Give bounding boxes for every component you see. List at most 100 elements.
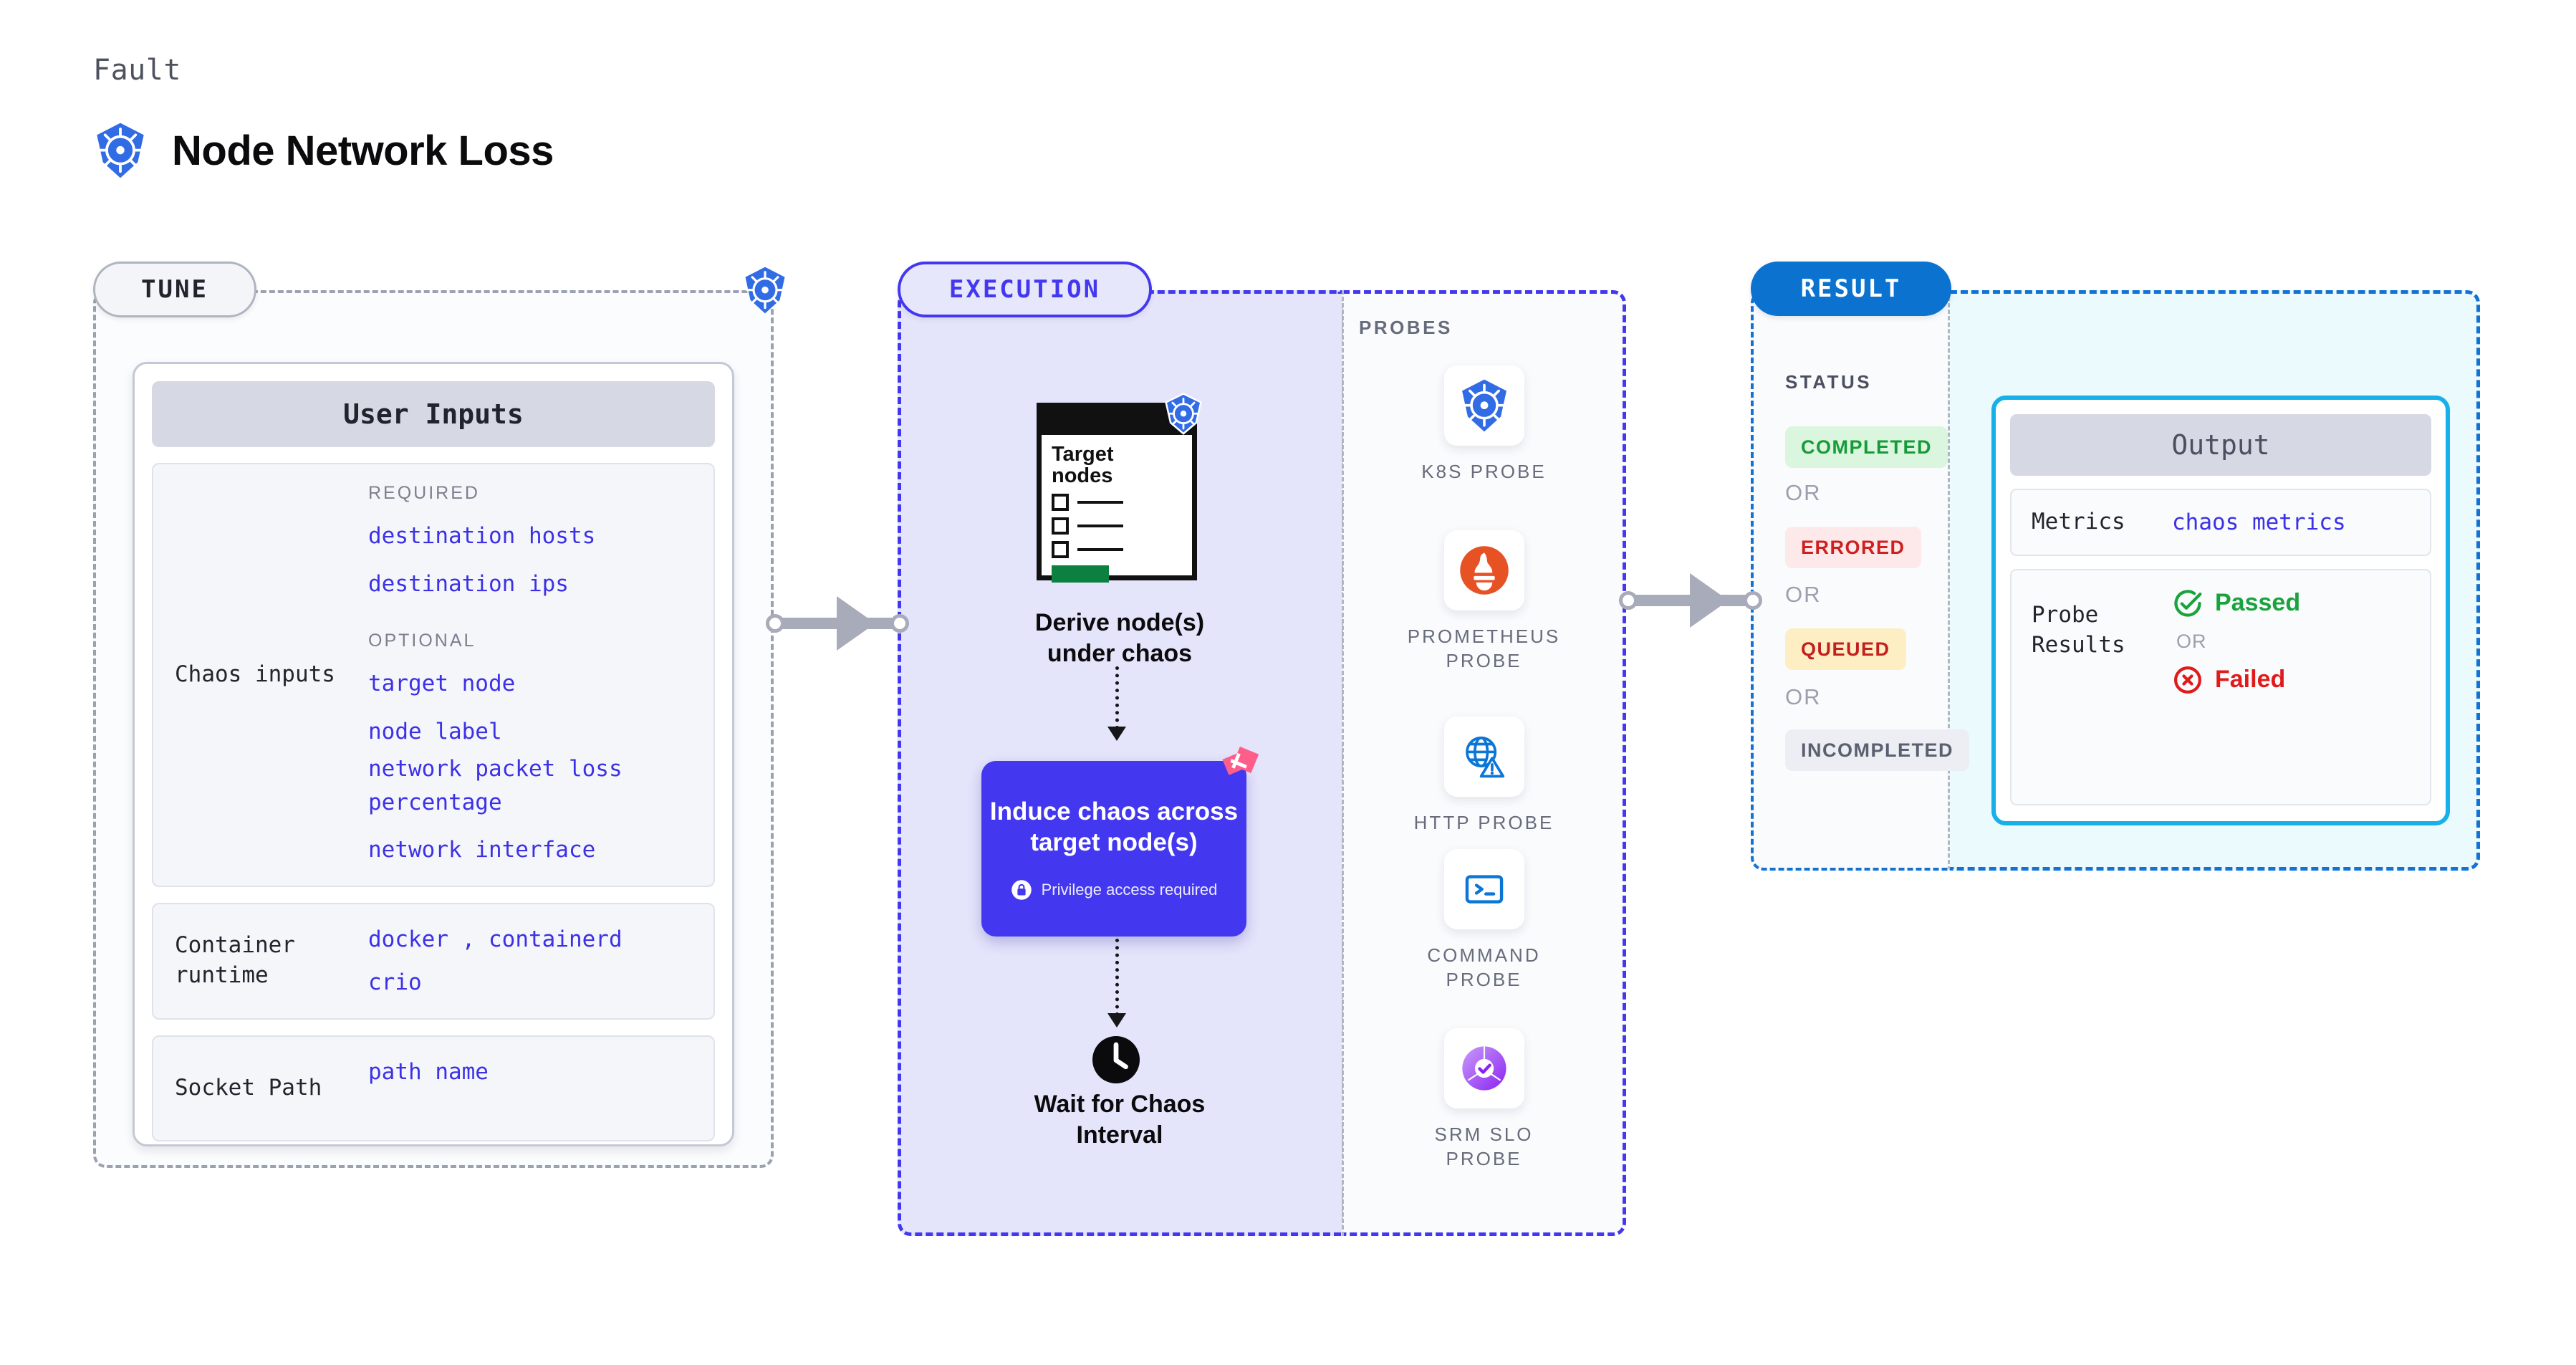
- step-derive-nodes-caption: Derive node(s)under chaos: [955, 608, 1284, 669]
- placeholder-line: [1077, 547, 1123, 551]
- probe-label: K8S PROBE: [1421, 461, 1547, 482]
- terminal-icon: [1465, 875, 1503, 904]
- kubernetes-icon: [1461, 379, 1506, 432]
- output-card: Output Metrics chaos metrics Probe Resul…: [1991, 396, 2450, 825]
- placeholder-line: [1077, 524, 1123, 527]
- input-destination-hosts[interactable]: destination hosts: [368, 523, 596, 549]
- input-node-label[interactable]: node label: [368, 718, 502, 744]
- probe-label: SRM SLO PROBE: [1434, 1124, 1534, 1169]
- fault-eyebrow: Fault: [93, 54, 181, 87]
- passed-label: Passed: [2215, 589, 2301, 617]
- node-list-item: [1052, 517, 1182, 535]
- kubernetes-icon: [1163, 393, 1203, 438]
- value-path-name[interactable]: path name: [368, 1058, 489, 1085]
- input-network-packet-loss-percentage[interactable]: network packet loss percentage: [368, 756, 623, 815]
- probe-prometheus[interactable]: PROMETHEUS PROBE: [1342, 530, 1626, 674]
- metrics-label: Metrics: [2032, 509, 2125, 535]
- stage-tab-tune[interactable]: TUNE: [93, 262, 256, 317]
- harness-logo-icon: [1219, 745, 1260, 790]
- probe-result-failed: Failed: [2172, 664, 2300, 696]
- checkbox-icon: [1052, 493, 1069, 511]
- target-nodes-title-line1: Target: [1052, 443, 1114, 466]
- probe-result-passed: Passed: [2172, 588, 2300, 619]
- input-target-node[interactable]: target node: [368, 671, 516, 696]
- probe-label: PROMETHEUS PROBE: [1407, 626, 1561, 671]
- probe-srm-slo[interactable]: SRM SLO PROBE: [1342, 1028, 1626, 1172]
- check-circle-icon: [2174, 590, 2202, 617]
- confirm-button-shape: [1052, 565, 1109, 583]
- connector-end-dot: [890, 614, 909, 633]
- or-separator: OR: [1785, 480, 1822, 505]
- or-separator: OR: [1785, 684, 1822, 709]
- value-crio[interactable]: crio: [368, 969, 422, 995]
- flow-line-1: [1115, 666, 1119, 729]
- stage-tab-execution[interactable]: EXECUTION: [898, 262, 1152, 317]
- or-separator: OR: [1785, 582, 1822, 607]
- output-title: Output: [2010, 414, 2431, 476]
- value-separator: ,: [461, 926, 476, 952]
- optional-group-title: OPTIONAL: [368, 631, 476, 651]
- placeholder-line: [1077, 500, 1123, 504]
- privilege-note: Privilege access required: [1011, 879, 1217, 901]
- container-runtime-label: Container runtime: [175, 932, 295, 988]
- fault-title-row: Node Network Loss: [93, 122, 554, 179]
- socket-path-label: Socket Path: [175, 1074, 322, 1101]
- probe-http[interactable]: HTTP PROBE: [1342, 717, 1626, 835]
- induce-chaos-node[interactable]: Induce chaos across target node(s) Privi…: [981, 761, 1246, 937]
- arrow-right-icon: [837, 596, 875, 651]
- arrow-down-icon: [1107, 727, 1126, 741]
- probe-command[interactable]: COMMAND PROBE: [1342, 849, 1626, 992]
- failed-label: Failed: [2215, 666, 2286, 694]
- status-badge-queued: QUEUED: [1785, 628, 1906, 670]
- arrow-right-icon: [1690, 573, 1729, 628]
- connector-end-dot: [1744, 591, 1762, 610]
- clock-icon: [1090, 1034, 1142, 1088]
- node-list-item: [1052, 493, 1182, 511]
- card-title-bar: [1042, 408, 1192, 435]
- stage-tab-result[interactable]: RESULT: [1751, 262, 1951, 316]
- or-separator: OR: [2176, 630, 2207, 652]
- checkbox-icon: [1052, 517, 1069, 535]
- page-title: Node Network Loss: [172, 127, 554, 174]
- globe-warning-icon: [1465, 736, 1504, 778]
- probes-title: PROBES: [1359, 317, 1453, 338]
- metrics-value[interactable]: chaos metrics: [2172, 509, 2346, 535]
- user-inputs-card: User Inputs Chaos inputs REQUIRED destin…: [133, 362, 734, 1146]
- checkbox-icon: [1052, 540, 1069, 558]
- status-badge-completed: COMPLETED: [1785, 426, 1948, 468]
- slo-donut-icon: [1461, 1046, 1506, 1091]
- metrics-row: Metrics chaos metrics: [2010, 489, 2431, 556]
- chaos-inputs-label: Chaos inputs: [175, 661, 335, 687]
- x-circle-icon: [2174, 666, 2201, 694]
- user-inputs-title: User Inputs: [152, 381, 715, 447]
- kubernetes-icon: [93, 122, 148, 179]
- input-destination-ips[interactable]: destination ips: [368, 570, 569, 597]
- lock-icon: [1011, 880, 1032, 900]
- probe-tile: [1443, 530, 1524, 610]
- input-network-interface[interactable]: network interface: [368, 837, 596, 863]
- probe-label: COMMAND PROBE: [1427, 944, 1541, 990]
- container-runtime-row: Container runtime docker , containerd cr…: [152, 902, 715, 1020]
- probe-k8s[interactable]: K8S PROBE: [1342, 365, 1626, 484]
- target-nodes-title-line2: nodes: [1052, 464, 1113, 488]
- probe-results-label: Probe Results: [2032, 601, 2125, 658]
- target-nodes-card: Target nodes: [1037, 403, 1197, 583]
- kubernetes-icon: [742, 266, 788, 317]
- arrow-down-icon: [1107, 1013, 1126, 1028]
- value-containerd[interactable]: containerd: [489, 926, 623, 952]
- status-badge-incompleted: INCOMPLETED: [1785, 729, 1970, 771]
- induce-chaos-title: Induce chaos across target node(s): [989, 797, 1239, 856]
- value-docker[interactable]: docker: [368, 926, 448, 952]
- node-list-item: [1052, 540, 1182, 558]
- probe-tile: [1443, 717, 1524, 797]
- caption-text: Derive node(s)under chaos: [1034, 609, 1205, 667]
- socket-path-row: Socket Path path name: [152, 1035, 715, 1141]
- probe-tile: [1443, 1028, 1524, 1108]
- probe-results-row: Probe Results Passed OR Failed: [2010, 568, 2431, 805]
- required-group-title: REQUIRED: [368, 483, 480, 503]
- chaos-inputs-row: Chaos inputs REQUIRED destination hosts …: [152, 463, 715, 887]
- status-title: STATUS: [1785, 371, 1873, 393]
